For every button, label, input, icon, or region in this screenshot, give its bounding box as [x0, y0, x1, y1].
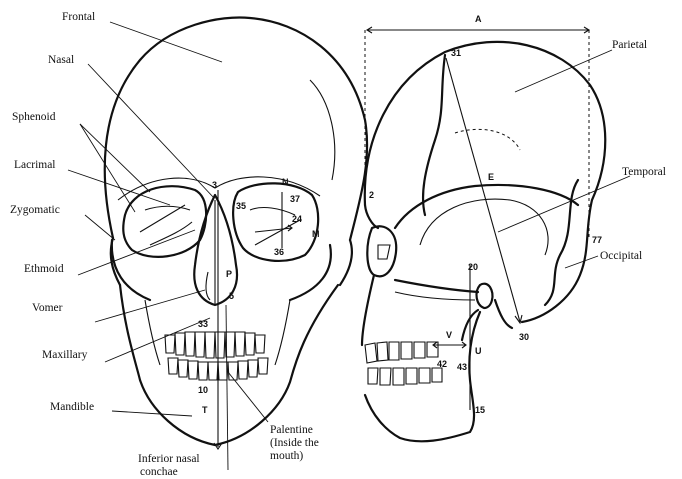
marker-T: T [202, 405, 208, 415]
marker-36: 36 [274, 247, 284, 257]
marker-U: U [475, 346, 482, 356]
label-mandible: Mandible [50, 401, 94, 413]
marker-10: 10 [198, 385, 208, 395]
label-palentine-3: mouth) [270, 450, 303, 462]
marker-35: 35 [236, 201, 246, 211]
front-skull [105, 17, 367, 449]
marker-24: 24 [292, 214, 302, 224]
label-lacrimal: Lacrimal [14, 159, 56, 171]
marker-E: E [488, 172, 494, 182]
right-cheek [290, 245, 331, 300]
marker-A: A [475, 14, 482, 24]
temporal-inner [420, 199, 548, 255]
marker-37: 37 [290, 194, 300, 204]
coronal-suture [423, 55, 445, 215]
side-teeth [365, 342, 442, 385]
side-orbit [367, 226, 396, 276]
front-labels: Frontal Nasal Sphenoid Lacrimal Zygomati… [10, 11, 319, 478]
marker-77: 77 [592, 235, 602, 245]
marker-33: 33 [198, 319, 208, 329]
ear-opening [477, 284, 493, 308]
mandible-ramus-left [145, 300, 160, 365]
front-right-side [340, 240, 352, 285]
nasal-aperture [194, 195, 237, 305]
side-labels: Parietal Temporal Occipital [600, 39, 666, 262]
marker-15: 15 [475, 405, 485, 415]
marker-20: 20 [468, 262, 478, 272]
left-orbit [123, 186, 206, 257]
side-orbit-inner [378, 245, 390, 259]
marker-5: 5 [229, 291, 234, 301]
side-forehead [365, 205, 378, 228]
side-cranium-outline [365, 42, 605, 322]
label-palentine-1: Palentine [270, 424, 313, 436]
leader-mandible [112, 411, 192, 416]
orbit-width-arrow [255, 225, 292, 232]
side-skull [362, 27, 605, 441]
label-inferior-nasal-1: Inferior nasal [138, 453, 200, 465]
side-maxilla [362, 275, 374, 345]
side-zygomatic-arch [395, 280, 478, 292]
leader-vomer [95, 290, 205, 322]
label-vomer: Vomer [32, 302, 63, 314]
leader-parietal [515, 50, 612, 92]
marker-31: 31 [451, 48, 461, 58]
label-parietal: Parietal [612, 39, 647, 51]
marker-2: 2 [369, 190, 374, 200]
nasal-width-mark [206, 272, 210, 300]
marker-N: N [282, 177, 289, 187]
leader-frontal [110, 22, 222, 62]
front-leaders [68, 22, 268, 470]
leader-inferior-nasal [226, 305, 228, 470]
marker-30: 30 [519, 332, 529, 342]
label-maxillary: Maxillary [42, 349, 88, 361]
side-leaders [498, 50, 630, 268]
marker-43: 43 [457, 362, 467, 372]
leader-palentine [228, 372, 268, 422]
leader-ethmoid [78, 230, 195, 275]
label-occipital: Occipital [600, 250, 642, 262]
marker-42: 42 [437, 359, 447, 369]
label-sphenoid: Sphenoid [12, 111, 56, 123]
side-temporal-line [455, 129, 520, 150]
marker-3: 3 [212, 180, 217, 190]
label-inferior-nasal-2: conchae [140, 466, 178, 478]
leader-occipital [565, 256, 598, 268]
marker-P: P [226, 269, 232, 279]
label-nasal: Nasal [48, 54, 74, 66]
mandible-ramus-right [275, 300, 290, 365]
label-frontal: Frontal [62, 11, 95, 23]
front-suture [310, 80, 335, 180]
label-zygomatic: Zygomatic [10, 204, 60, 216]
label-palentine-2: (Inside the [270, 437, 319, 449]
side-arch-lower [395, 292, 475, 300]
label-ethmoid: Ethmoid [24, 263, 64, 275]
leader-sphenoid-1 [80, 124, 150, 192]
leader-temporal [498, 176, 630, 232]
front-teeth [165, 332, 268, 380]
marker-V: V [446, 330, 452, 340]
marker-M: M [312, 229, 320, 239]
mastoid [495, 300, 512, 328]
left-orbit-inner [140, 205, 192, 245]
label-temporal: Temporal [622, 166, 666, 178]
